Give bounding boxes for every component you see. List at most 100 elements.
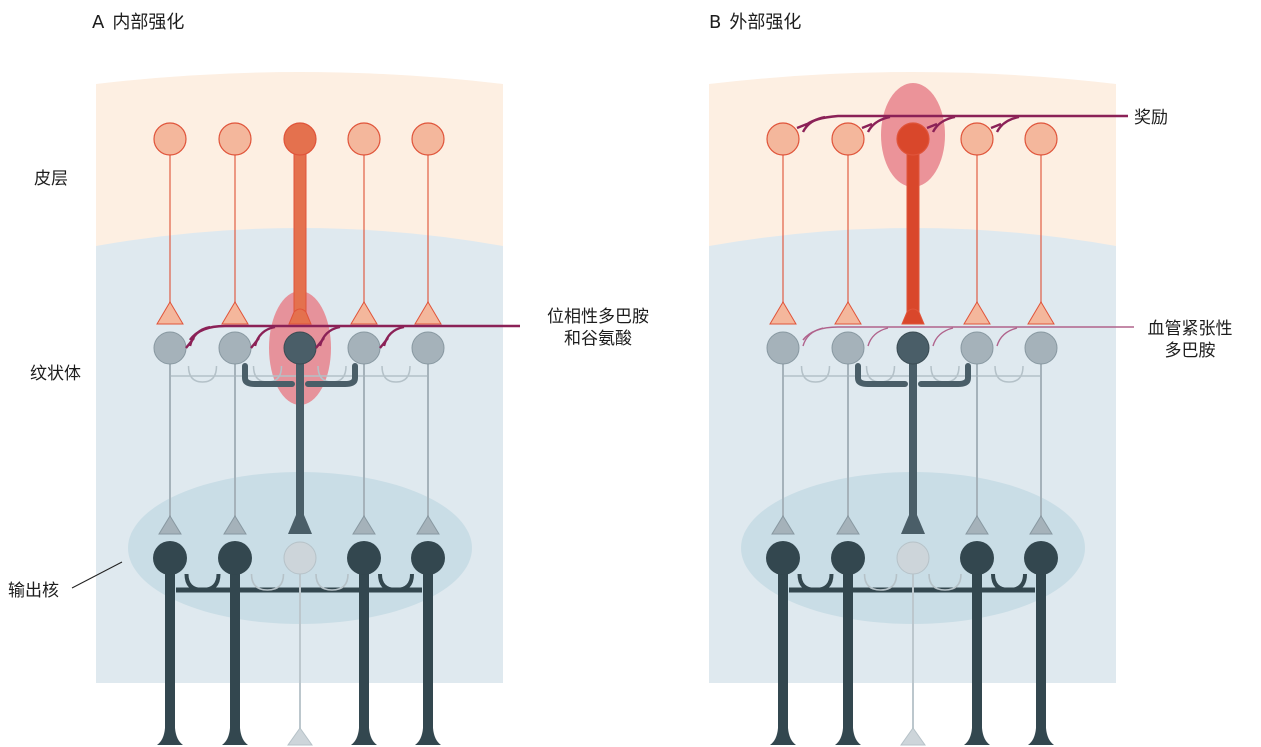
output-neuron xyxy=(411,541,445,745)
dopamine-fibers xyxy=(796,114,1134,347)
tonic-fiber-branch xyxy=(932,327,954,347)
output-soma xyxy=(218,541,252,575)
cortical-soma xyxy=(831,122,865,156)
cortical-neuron xyxy=(766,122,800,325)
phasic-synapse xyxy=(379,337,389,349)
striatal-neuron xyxy=(242,331,358,534)
striatal-soma xyxy=(1024,331,1058,365)
output-soma xyxy=(347,541,381,575)
cortical-terminal xyxy=(769,301,797,325)
cortical-soma xyxy=(153,122,187,156)
output-nucleus-label: 输出核 xyxy=(8,581,59,601)
output-axon xyxy=(230,560,240,732)
cortical-soma xyxy=(218,122,252,156)
striatal-neuron xyxy=(1024,331,1058,535)
tonic-label-line2: 多巴胺 xyxy=(1164,341,1216,361)
reward-synapse xyxy=(796,122,808,130)
output-neuron xyxy=(960,541,994,745)
collateral-arc xyxy=(381,365,411,383)
output-soma xyxy=(153,541,187,575)
output-terminal xyxy=(964,728,990,745)
cortical-terminal xyxy=(1027,301,1055,325)
output-collateral-arc xyxy=(315,573,349,591)
cortical-neuron xyxy=(896,122,930,325)
reward-synapse xyxy=(990,122,1002,130)
striatal-terminal xyxy=(901,515,925,534)
panel-b-title: B 外部强化 xyxy=(709,12,801,34)
output-soma xyxy=(960,541,994,575)
output-collateral-arc xyxy=(797,573,834,593)
cortical-neuron xyxy=(411,122,445,325)
cortical-terminal xyxy=(414,301,442,325)
striatal-terminal xyxy=(771,515,795,535)
striatal-neuron xyxy=(855,331,971,534)
reward-synapse xyxy=(926,122,938,130)
striatal-terminal xyxy=(223,515,247,535)
striatal-neuron xyxy=(831,331,865,535)
output-terminal xyxy=(351,728,377,745)
striatal-soma xyxy=(347,331,381,365)
striatal-soma xyxy=(218,331,252,365)
reward-fiber-branch xyxy=(931,115,956,133)
cortical-neuron xyxy=(218,122,252,325)
cortical-neuron xyxy=(153,122,187,325)
striatal-soma xyxy=(153,331,187,365)
cortical-axon-thick xyxy=(293,149,307,313)
dopamine-fibers xyxy=(185,324,520,349)
output-terminal xyxy=(900,727,926,746)
striatal-soma xyxy=(896,331,930,365)
collateral-arc xyxy=(994,365,1024,383)
phasic-dopamine-glutamate-label: 位相性多巴胺 和谷氨酸 xyxy=(528,306,668,350)
output-terminal xyxy=(415,728,441,745)
output-soma xyxy=(831,541,865,575)
output-collateral-arc xyxy=(250,573,285,591)
striatal-neuron xyxy=(766,331,800,535)
cortical-neuron xyxy=(347,122,381,325)
striatal-soma xyxy=(831,331,865,365)
reward-synapse xyxy=(861,122,873,130)
output-terminal xyxy=(287,727,313,746)
panel-a-letter: A xyxy=(92,12,105,33)
output-neuron xyxy=(153,541,187,745)
striatal-soma xyxy=(766,331,800,365)
tonic-dopamine-label: 血管紧张性 多巴胺 xyxy=(1140,318,1240,362)
output-neuron xyxy=(766,541,800,745)
panel-b-title-text: 外部强化 xyxy=(729,12,802,33)
cortical-terminal xyxy=(963,301,991,325)
phasic-label-line1: 位相性多巴胺 xyxy=(547,307,649,327)
output-terminal xyxy=(835,728,861,745)
striatal-neuron xyxy=(153,331,187,535)
cortical-terminal xyxy=(350,301,378,325)
striatal-terminal xyxy=(416,515,440,535)
output-axon xyxy=(972,560,982,732)
striatal-active-collateral xyxy=(242,363,358,387)
panel-a-title-text: 内部强化 xyxy=(112,12,185,33)
striatal-neuron xyxy=(218,331,252,535)
striatal-neuron xyxy=(347,331,381,535)
panel-b-external-reinforcement xyxy=(709,72,1134,746)
cortical-terminal xyxy=(834,301,862,325)
output-terminal xyxy=(222,728,248,745)
panel-b-letter: B xyxy=(709,12,722,33)
reward-label: 奖励 xyxy=(1134,108,1168,128)
striatal-active-collateral xyxy=(855,363,971,387)
panel-a-internal-reinforcement xyxy=(96,72,520,746)
cortical-soma xyxy=(960,122,994,156)
cortical-terminal xyxy=(221,301,249,325)
output-terminal xyxy=(770,728,796,745)
cortex-label: 皮层 xyxy=(34,169,68,189)
output-soma xyxy=(1024,541,1058,575)
output-neuron xyxy=(218,541,252,745)
output-neuron xyxy=(896,541,930,746)
phasic-label-line2: 和谷氨酸 xyxy=(564,329,632,349)
striatal-terminal xyxy=(1029,515,1053,535)
output-axon xyxy=(778,560,788,732)
striatal-neuron xyxy=(411,331,445,535)
output-axon xyxy=(359,560,369,732)
striatal-terminal xyxy=(836,515,860,535)
tonic-fiber-branch xyxy=(802,327,824,347)
output-collateral-arc xyxy=(863,573,898,591)
leader-lines xyxy=(71,561,123,589)
collateral-arc xyxy=(800,365,831,383)
cortical-neuron xyxy=(1024,122,1058,325)
